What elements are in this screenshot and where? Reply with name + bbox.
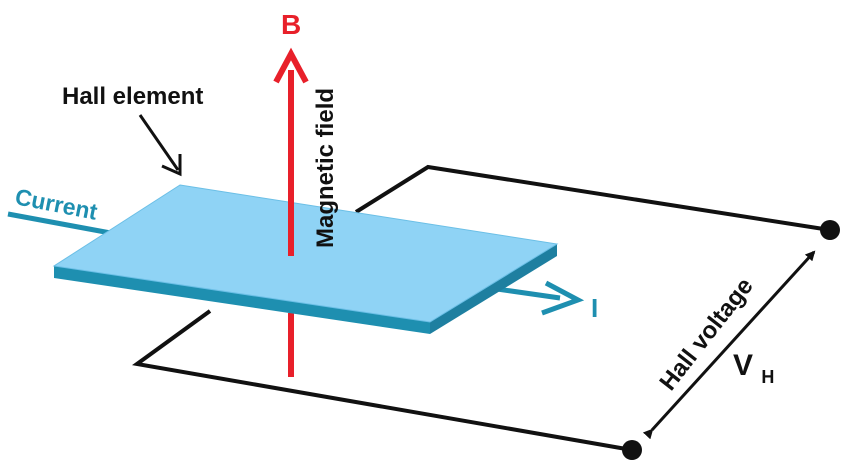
circuit-wire-bottom: [131, 309, 633, 452]
current-arrow-head: [541, 280, 585, 316]
circuit-wire-top: [354, 164, 831, 232]
current-symbol-label: I: [591, 293, 598, 323]
hall-voltage-symbol: V H: [733, 349, 774, 387]
voltage-symbol-main: V: [733, 349, 753, 382]
magnetic-field-arrow-head: [273, 47, 309, 84]
hall-plate-front-edge: [54, 266, 430, 334]
hall-element-label: Hall element: [62, 83, 203, 110]
current-lead-in: [7, 211, 117, 237]
hall-voltage-arrow: [642, 250, 816, 440]
terminal-bottom: [622, 440, 642, 460]
magnetic-field-label: Magnetic field: [312, 88, 339, 248]
hall-plate-side-edge: [430, 244, 557, 334]
voltage-symbol-subscript: H: [761, 367, 774, 387]
terminal-top: [820, 220, 840, 240]
hall-element-pointer: [138, 114, 180, 171]
hall-element-pointer-head: [161, 154, 182, 177]
hall-plate-top-face: [52, 184, 559, 323]
field-symbol-label: B: [281, 9, 301, 40]
